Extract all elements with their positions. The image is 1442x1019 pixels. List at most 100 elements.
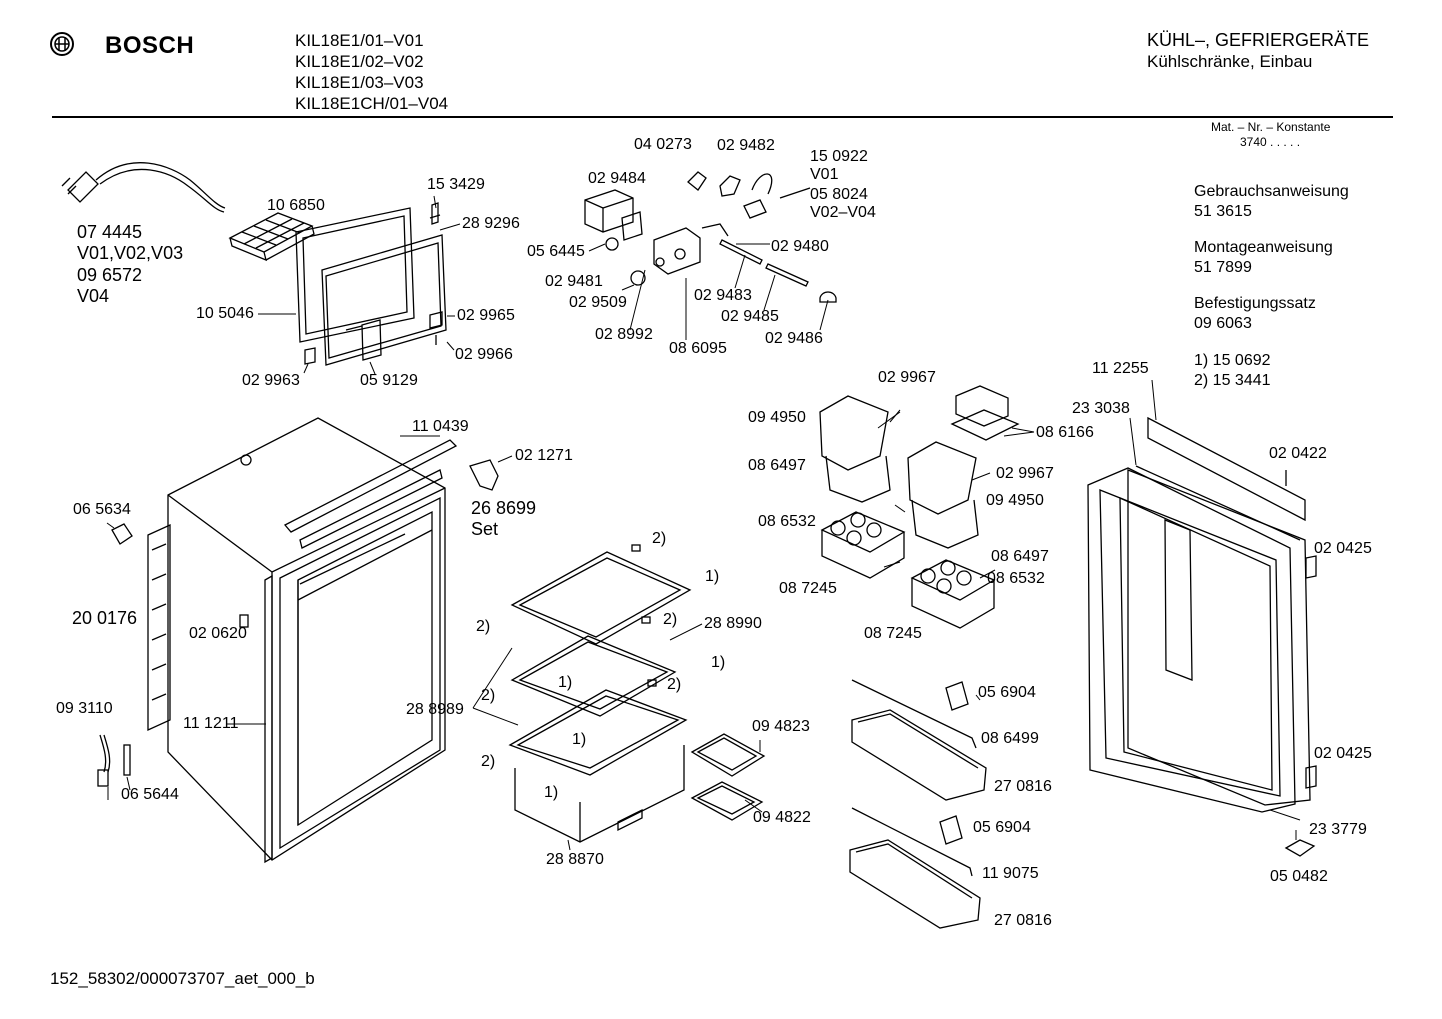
part-label: 02 9484 xyxy=(588,170,646,187)
part-label: 02 9967 xyxy=(996,465,1054,482)
part-label: 02 0425 xyxy=(1314,540,1372,557)
mounting-number: 51 7899 xyxy=(1194,259,1252,276)
mounting-title: Montageanweisung xyxy=(1194,239,1333,256)
part-label: 11 1211 xyxy=(183,715,239,732)
part-label: 02 9967 xyxy=(878,369,936,386)
info-notes: 1) 15 0692 2) 15 3441 xyxy=(1194,351,1271,391)
model-1: KIL18E1/01–V01 xyxy=(295,31,424,50)
part-label: 06 5634 xyxy=(73,501,131,518)
part-label: 02 9966 xyxy=(455,346,513,363)
info-fixing: Befestigungssatz 09 6063 xyxy=(1194,294,1316,334)
part-label: 15 3429 xyxy=(427,176,485,193)
refrigerator-door xyxy=(1087,416,1317,857)
glass-shelves xyxy=(508,544,766,843)
footnote-marker: 2) xyxy=(652,530,667,547)
ice-cube-tray xyxy=(228,212,315,262)
footnote-marker: 1) xyxy=(711,654,726,671)
part-label: 08 6497 xyxy=(991,548,1049,565)
fixing-number: 09 6063 xyxy=(1194,315,1252,332)
door-shelves-lower xyxy=(849,679,987,929)
thermostat-group xyxy=(584,171,837,303)
part-label: 08 6497 xyxy=(748,457,806,474)
constant-value: 3740 . . . . . xyxy=(1240,135,1301,149)
part-label: 08 7245 xyxy=(779,580,837,597)
part-label: 28 8870 xyxy=(546,851,604,868)
fridge-cabinet xyxy=(147,417,458,864)
note-1: 1) 15 0692 xyxy=(1194,352,1271,369)
info-manual: Gebrauchsanweisung 51 3615 xyxy=(1194,182,1349,222)
constant-label: Mat. – Nr. – Konstante xyxy=(1211,120,1331,134)
footnote-marker: 1) xyxy=(572,731,587,748)
variant-label: V04 xyxy=(77,286,110,306)
bosch-logo-icon xyxy=(50,32,74,56)
part-label: 20 0176 xyxy=(72,608,138,628)
footnote-marker: 2) xyxy=(476,618,491,635)
category-title: KÜHL–, GEFRIERGERÄTE xyxy=(1147,30,1370,50)
footnote-marker: 1) xyxy=(705,568,720,585)
model-3: KIL18E1/03–V03 xyxy=(295,73,424,92)
part-label: 23 3038 xyxy=(1072,400,1130,417)
part-label: 02 0620 xyxy=(189,625,247,642)
leader-lines xyxy=(106,195,1301,851)
info-mounting: Montageanweisung 51 7899 xyxy=(1194,238,1333,278)
part-label: 02 9483 xyxy=(694,287,752,304)
freezer-door xyxy=(295,202,447,366)
note-2: 2) 15 3441 xyxy=(1194,372,1271,389)
part-label: 09 4823 xyxy=(752,718,810,735)
manual-number: 51 3615 xyxy=(1194,203,1252,220)
clamp-part xyxy=(469,459,499,491)
part-label: 02 9482 xyxy=(717,137,775,154)
part-label: 05 9129 xyxy=(360,372,418,389)
small-clip xyxy=(111,523,133,545)
part-label: 11 9075 xyxy=(982,865,1039,882)
part-label: 02 9481 xyxy=(545,273,603,290)
part-label: 05 6904 xyxy=(978,684,1036,701)
part-label: 02 0422 xyxy=(1269,445,1327,462)
part-label: 02 9509 xyxy=(569,294,627,311)
part-label: 08 7245 xyxy=(864,625,922,642)
part-label: 08 6095 xyxy=(669,340,727,357)
part-label: 05 8024 xyxy=(810,186,868,203)
part-label: 02 8992 xyxy=(595,326,653,343)
footnote-marker: 2) xyxy=(663,611,678,628)
part-label: 10 6850 xyxy=(267,197,325,214)
part-label: 10 5046 xyxy=(196,305,254,322)
set-label: Set xyxy=(471,519,499,539)
part-label: 08 6532 xyxy=(758,513,816,530)
fixing-title: Befestigungssatz xyxy=(1194,295,1316,312)
part-label: 27 0816 xyxy=(994,778,1052,795)
model-2: KIL18E1/02–V02 xyxy=(295,52,424,71)
part-label: 11 2255 xyxy=(1092,360,1149,377)
part-label: 09 6572 xyxy=(77,265,143,285)
part-label: 23 3779 xyxy=(1309,821,1367,838)
model-4: KIL18E1CH/01–V04 xyxy=(295,94,449,113)
category-subtitle: Kühlschränke, Einbau xyxy=(1147,52,1313,71)
part-label: 28 8990 xyxy=(704,615,762,632)
part-label: 15 0922 xyxy=(810,148,868,165)
document-code: 152_58302/000073707_aet_000_b xyxy=(50,969,315,988)
footnote-marker: 2) xyxy=(667,676,682,693)
part-label: 09 4822 xyxy=(753,809,811,826)
footnote-marker: 2) xyxy=(481,687,496,704)
footnote-marker: 1) xyxy=(544,784,559,801)
part-label: 05 6445 xyxy=(527,243,585,260)
power-cord xyxy=(61,162,226,213)
part-label: 26 8699 xyxy=(471,498,537,518)
part-label: 02 9480 xyxy=(771,238,829,255)
part-label: 09 4950 xyxy=(748,409,806,426)
footnote-marker: 2) xyxy=(481,753,496,770)
part-label: 28 8989 xyxy=(406,701,464,718)
part-label: 08 6499 xyxy=(981,730,1039,747)
part-label: 02 0425 xyxy=(1314,745,1372,762)
part-label: 02 9965 xyxy=(457,307,515,324)
category-block: KÜHL–, GEFRIERGERÄTE Kühlschränke, Einba… xyxy=(1147,30,1369,72)
part-label: 09 3110 xyxy=(56,700,113,717)
door-bins-upper xyxy=(819,385,1020,629)
model-list: KIL18E1/01–V01 KIL18E1/02–V02 KIL18E1/03… xyxy=(295,30,448,114)
part-label: 02 9485 xyxy=(721,308,779,325)
part-label: 02 9963 xyxy=(242,372,300,389)
part-label: 04 0273 xyxy=(634,136,692,153)
part-label: 08 6166 xyxy=(1036,424,1094,441)
variant-label: V01 xyxy=(810,166,839,183)
